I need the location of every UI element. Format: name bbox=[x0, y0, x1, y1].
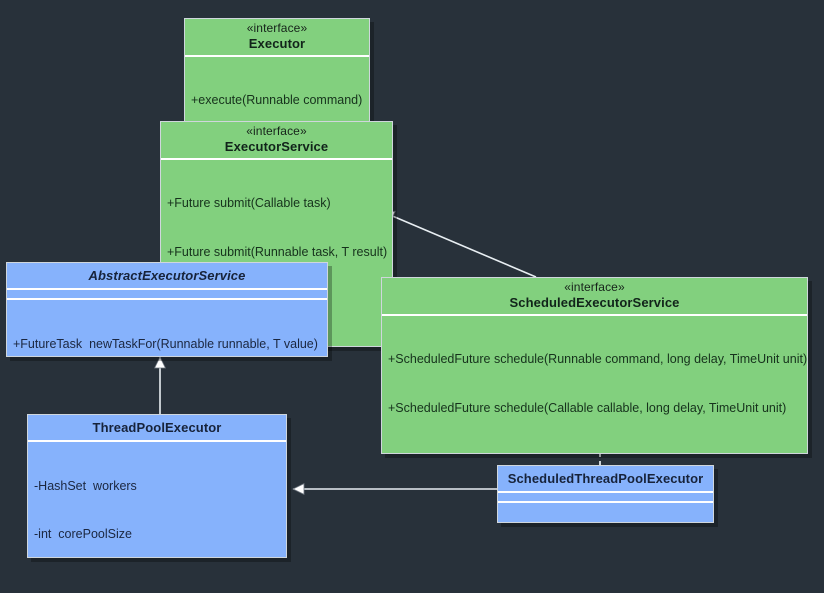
stereotype-label: «interface» bbox=[246, 21, 308, 35]
class-name-label: ExecutorService bbox=[224, 138, 329, 154]
operations-compartment-abstractexecutorservice: +FutureTask newTaskFor(Runnable runnable… bbox=[7, 298, 327, 356]
class-name-label: AbstractExecutorService bbox=[88, 268, 246, 283]
class-header-scheduledexecutorservice: «interface» ScheduledExecutorService bbox=[382, 278, 807, 314]
class-header-executorservice: «interface» ExecutorService bbox=[161, 122, 392, 158]
attributes-compartment-scheduledthreadpoolexecutor bbox=[498, 491, 713, 501]
operations-compartment-scheduledexecutorservice: +ScheduledFuture schedule(Runnable comma… bbox=[382, 313, 808, 453]
operations-compartment-scheduledthreadpoolexecutor bbox=[498, 501, 713, 522]
attributes-compartment-abstractexecutorservice bbox=[7, 288, 327, 298]
class-header-scheduledthreadpoolexecutor: ScheduledThreadPoolExecutor bbox=[498, 466, 713, 491]
operation-item: +Future submit(Callable task) bbox=[167, 196, 331, 211]
operations-compartment-executor: +execute(Runnable command) bbox=[185, 54, 369, 145]
attribute-item: -int corePoolSize bbox=[34, 527, 132, 542]
class-name-label: ScheduledThreadPoolExecutor bbox=[507, 471, 704, 486]
stereotype-label: «interface» bbox=[246, 124, 307, 138]
class-header-executor: «interface» Executor bbox=[185, 19, 369, 55]
class-box-threadpoolexecutor[interactable]: ThreadPoolExecutor -HashSet workers -int… bbox=[27, 414, 287, 558]
operation-item: +execute(Runnable command) bbox=[191, 93, 363, 108]
class-box-abstractexecutorservice[interactable]: AbstractExecutorService +FutureTask newT… bbox=[6, 262, 328, 357]
class-name-label: ThreadPoolExecutor bbox=[92, 420, 222, 435]
operation-item: +ScheduledFuture schedule(Runnable comma… bbox=[388, 352, 808, 367]
class-box-scheduledexecutorservice[interactable]: «interface» ScheduledExecutorService +Sc… bbox=[381, 277, 808, 454]
class-header-threadpoolexecutor: ThreadPoolExecutor bbox=[28, 415, 286, 440]
class-box-scheduledthreadpoolexecutor[interactable]: ScheduledThreadPoolExecutor bbox=[497, 465, 714, 523]
class-name-label: ScheduledExecutorService bbox=[509, 294, 680, 310]
operation-item: +FutureTask newTaskFor(Runnable runnable… bbox=[13, 336, 318, 351]
stereotype-label: «interface» bbox=[564, 280, 625, 294]
class-header-abstractexecutorservice: AbstractExecutorService bbox=[7, 263, 327, 288]
operation-item: +Future submit(Runnable task, T result) bbox=[167, 245, 388, 260]
class-name-label: Executor bbox=[248, 35, 306, 51]
edge-scheduledexecutorservice-to-executorservice bbox=[383, 212, 537, 278]
attribute-item: -HashSet workers bbox=[34, 478, 137, 493]
operation-item: +ScheduledFuture schedule(Callable calla… bbox=[388, 401, 787, 416]
attributes-compartment-threadpoolexecutor: -HashSet workers -int corePoolSize -int … bbox=[28, 440, 286, 557]
